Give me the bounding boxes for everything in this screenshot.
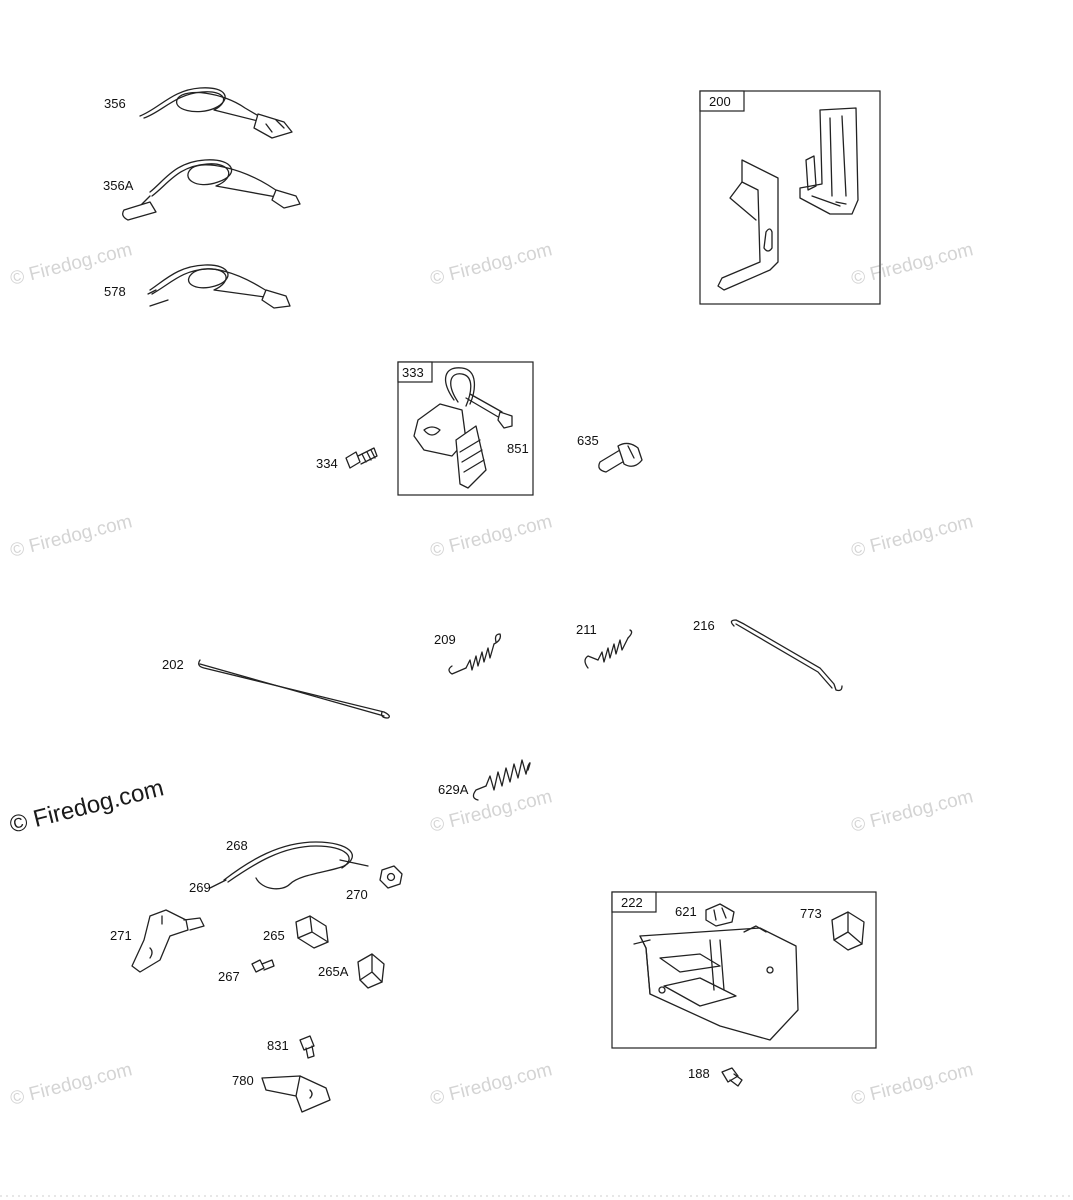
callout-629a: 629A bbox=[438, 782, 469, 797]
part-333-ignition-coil[interactable] bbox=[397, 361, 534, 496]
callout-267: 267 bbox=[218, 969, 240, 984]
callout-202: 202 bbox=[162, 657, 184, 672]
part-270-nut[interactable] bbox=[379, 865, 403, 889]
part-211-spring[interactable] bbox=[584, 629, 633, 669]
callout-780: 780 bbox=[232, 1073, 254, 1088]
part-200-assembly[interactable] bbox=[699, 90, 881, 305]
callout-270: 270 bbox=[346, 887, 368, 902]
part-222-control-bracket[interactable] bbox=[611, 891, 877, 1049]
callout-621: 621 bbox=[675, 904, 697, 919]
watermark-emphasized: © Firedog.com bbox=[7, 774, 167, 838]
callout-269: 269 bbox=[189, 880, 211, 895]
watermark-layer: © Firedog.com © Firedog.com © Firedog.co… bbox=[7, 239, 975, 1110]
callout-356a: 356A bbox=[103, 178, 134, 193]
callout-188: 188 bbox=[688, 1066, 710, 1081]
callout-265a: 265A bbox=[318, 964, 349, 979]
callout-271: 271 bbox=[110, 928, 132, 943]
callout-635: 635 bbox=[577, 433, 599, 448]
watermark: © Firedog.com bbox=[8, 511, 134, 562]
watermark: © Firedog.com bbox=[849, 1059, 975, 1110]
part-265-clamp[interactable] bbox=[295, 915, 329, 949]
watermark: © Firedog.com bbox=[849, 511, 975, 562]
part-202-link[interactable] bbox=[198, 659, 390, 719]
part-209-spring[interactable] bbox=[448, 633, 502, 675]
watermark: © Firedog.com bbox=[849, 786, 975, 837]
callout-265: 265 bbox=[263, 928, 285, 943]
part-635-spark-plug-boot[interactable] bbox=[598, 442, 643, 473]
watermark: © Firedog.com bbox=[849, 239, 975, 290]
callout-356: 356 bbox=[104, 96, 126, 111]
callout-216: 216 bbox=[693, 618, 715, 633]
part-621-clip[interactable] bbox=[705, 903, 735, 927]
part-268-cable[interactable] bbox=[209, 841, 369, 890]
callout-209: 209 bbox=[434, 632, 456, 647]
part-267-screw[interactable] bbox=[251, 959, 275, 973]
part-578-wire[interactable] bbox=[147, 264, 291, 309]
callout-333: 333 bbox=[402, 365, 424, 380]
part-334-screw[interactable] bbox=[345, 447, 378, 469]
watermark: © Firedog.com bbox=[8, 1059, 134, 1110]
callout-334: 334 bbox=[316, 456, 338, 471]
callout-773: 773 bbox=[800, 906, 822, 921]
part-271-bracket[interactable] bbox=[131, 909, 205, 973]
part-356-wire[interactable] bbox=[139, 87, 293, 139]
part-831-screw[interactable] bbox=[299, 1035, 315, 1059]
part-780-bracket[interactable] bbox=[261, 1075, 331, 1113]
callout-268: 268 bbox=[226, 838, 248, 853]
part-265a-clamp[interactable] bbox=[357, 953, 385, 989]
part-629a-spring[interactable] bbox=[472, 759, 531, 801]
watermark: © Firedog.com bbox=[428, 239, 554, 290]
part-216-rod[interactable] bbox=[730, 619, 843, 692]
callout-211: 211 bbox=[576, 622, 597, 637]
part-773-clamp[interactable] bbox=[831, 911, 865, 951]
watermark: © Firedog.com bbox=[428, 511, 554, 562]
callout-200: 200 bbox=[709, 94, 731, 109]
part-188-screw[interactable] bbox=[721, 1067, 743, 1087]
callout-851: 851 bbox=[507, 441, 529, 456]
callout-578: 578 bbox=[104, 284, 126, 299]
callout-831: 831 bbox=[267, 1038, 289, 1053]
watermark: © Firedog.com bbox=[8, 239, 134, 290]
watermark: © Firedog.com bbox=[428, 1059, 554, 1110]
callout-222: 222 bbox=[621, 895, 643, 910]
part-356a-wire[interactable] bbox=[122, 159, 301, 221]
